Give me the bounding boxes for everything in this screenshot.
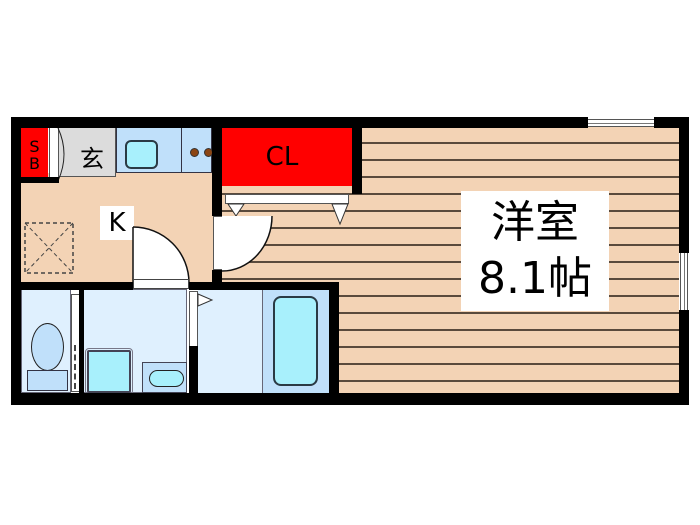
wall-top-right [654, 117, 689, 128]
wall-left [11, 117, 21, 405]
fridge-space-icon [24, 222, 74, 274]
bathtub-icon [273, 296, 318, 386]
wall-toilet-wash [79, 289, 84, 393]
shoe-box-label-s: S [29, 136, 40, 156]
sink-icon [125, 140, 158, 169]
wall-closet-right [352, 117, 362, 194]
wall-kitchen-closet [212, 117, 222, 216]
stove-icon [190, 148, 199, 157]
shoe-box-label-b: B [29, 153, 40, 173]
wall-right-bottom [679, 310, 689, 405]
closet-door-handle-icon [227, 203, 349, 226]
closet: CL [222, 128, 352, 186]
entrance-door[interactable] [49, 128, 59, 181]
wall-wet-top-left [11, 282, 133, 290]
shoe-box: S B [21, 128, 48, 181]
kitchen-label: K [100, 206, 134, 240]
washroom-door[interactable] [133, 279, 189, 289]
toilet-tank-icon [27, 370, 68, 391]
bathroom-door[interactable] [189, 291, 198, 347]
washing-machine-icon [85, 348, 133, 395]
toilet-door-track [74, 345, 76, 389]
room-door-swing [221, 215, 273, 272]
closet-label: CL [265, 142, 299, 172]
window-right[interactable] [680, 253, 688, 310]
wall-wet-top-right [189, 282, 339, 290]
western-room-name: 洋室 [491, 197, 579, 248]
western-room-size: 8.1帖 [478, 253, 592, 304]
closet-door[interactable] [225, 194, 349, 204]
entrance-door-swing [57, 127, 65, 182]
window-top[interactable] [588, 119, 654, 127]
wall-kitchen-room-lower [212, 270, 222, 282]
entrance-label: 玄 [80, 144, 104, 173]
wall-sb-bottom [11, 177, 59, 183]
wall-bottom [11, 393, 689, 405]
wall-top-left [11, 117, 588, 128]
wall-wet-right [329, 282, 339, 400]
counter-divider [181, 127, 182, 173]
bathroom-door-handle-icon [197, 293, 214, 307]
entrance-floor [58, 127, 116, 177]
washroom-door-swing[interactable] [132, 226, 193, 287]
western-room-label: 洋室 8.1帖 [461, 191, 609, 311]
toilet-icon [31, 323, 64, 371]
washbasin-icon [149, 370, 184, 387]
wall-wash-bath [189, 346, 198, 393]
wall-right-top [679, 117, 689, 253]
